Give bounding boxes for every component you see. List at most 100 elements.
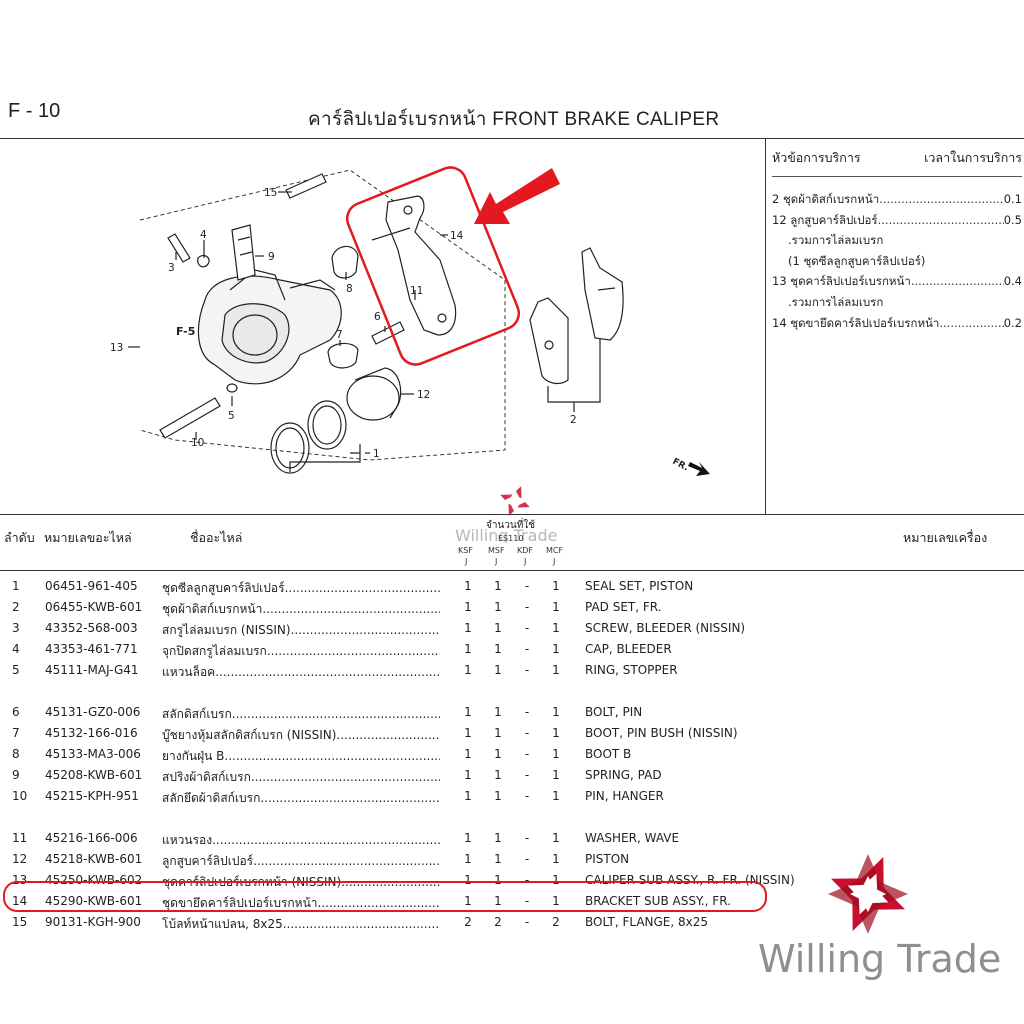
service-row: 12 ลูกสูบคาร์ลิปเปอร์ 0.5 [772,210,1022,231]
part-name-thai: ชุดซีลลูกสูบคาร์ลิปเปอร์ [162,581,285,595]
row-14-highlight [3,881,767,912]
part-name-thai: ชุดผ้าดิสก์เบรกหน้า [162,602,263,616]
row-number: 11 [12,831,28,845]
quantity: 1 [494,789,502,803]
row-number: 3 [12,621,20,635]
part-name-english: BOOT B [585,747,632,761]
table-row: 945208-KWB-601สปริงผ้าดิสก์เบรก11-1SPRIN… [0,766,1024,786]
quantity: 1 [464,642,472,656]
table-row: 1245218-KWB-601ลูกสูบคาร์ลิปเปอร์11-1PIS… [0,850,1024,870]
part-name-thai-cell: จุกปิดสกรูไล่ลมเบรก [162,642,440,661]
service-time-list: 2 ชุดผ้าดิสก์เบรกหน้า 0.1 12 ลูกสูบคาร์ล… [772,189,1022,333]
quantity: 2 [464,915,472,929]
dot-leader [251,770,440,784]
part-name-thai-cell: บู๊ชยางหุ้มสลักดิสก์เบรก (NISSIN) [162,726,440,745]
service-row: 2 ชุดผ้าดิสก์เบรกหน้า 0.1 [772,189,1022,210]
col-header-engine-number: หมายเลขเครื่อง [903,530,988,545]
table-row: 443353-461-771จุกปิดสกรูไล่ลมเบรก11-1CAP… [0,640,1024,660]
part-name-english: SPRING, PAD [585,768,662,782]
row-number: 10 [12,789,28,803]
dot-leader [285,581,440,595]
row-number: 1 [12,579,20,593]
dot-leader [291,623,440,637]
callout-9: 9 [268,251,275,263]
row-number: 12 [12,852,28,866]
qty-sub-j: J [524,557,527,566]
quantity: 1 [464,726,472,740]
part-name-thai: สลักยึดผ้าดิสก์เบรก [162,791,261,805]
service-value: 0.1 [1003,192,1022,206]
part-number: 45250-KWB-602 [45,873,143,887]
hanger-pin [159,397,221,439]
dot-leader [262,602,440,616]
part-name-thai-cell: สกรูไล่ลมเบรก (NISSIN) [162,621,440,640]
quantity: 1 [552,789,560,803]
part-name-english: BOLT, FLANGE, 8x25 [585,915,709,929]
quantity: - [524,705,530,719]
qty-col-msf: MSF [488,546,505,555]
part-name-thai-cell: ลูกสูบคาร์ลิปเปอร์ [162,852,440,871]
dot-leader [212,833,440,847]
row-number: 9 [12,768,20,782]
row-number: 8 [12,747,20,761]
quantity: 1 [552,579,560,593]
quantity: - [524,768,530,782]
service-label: 12 ลูกสูบคาร์ลิปเปอร์ [772,212,878,227]
page-title: คาร์ลิปเปอร์เบรกหน้า FRONT BRAKE CALIPER [308,109,720,130]
callout-4: 4 [200,229,207,241]
col-header-qty: จำนวนที่ใช้ [486,520,536,531]
quantity: 1 [552,726,560,740]
part-number: 45133-MA3-006 [45,747,141,761]
part-number: 45290-KWB-601 [45,894,143,908]
quantity: 1 [464,894,472,908]
table-row: 1045215-KPH-951สลักยึดผ้าดิสก์เบรก11-1PI… [0,787,1024,807]
highlight-arrow-icon [474,168,560,224]
service-label: 13 ชุดคาร์ลิปเปอร์เบรกหน้า [772,274,911,289]
part-name-thai: แหวนล็อค [162,665,216,679]
dot-leader [224,749,440,763]
part-name-english: PAD SET, FR. [585,600,662,614]
fr-arrow-icon [688,462,710,476]
col-header-no: ลำดับ [4,530,35,545]
quantity: 1 [552,831,560,845]
table-row: 106451-961-405ชุดซีลลูกสูบคาร์ลิปเปอร์11… [0,577,1024,597]
row-number: 6 [12,705,20,719]
qty-model: ES110 [498,534,524,543]
service-value: 0.5 [1003,212,1022,227]
part-name-thai: บู๊ชยางหุ้มสลักดิสก์เบรก (NISSIN) [162,728,337,742]
qty-sub-j: J [495,557,498,566]
quantity: 1 [552,600,560,614]
quantity: 1 [464,768,472,782]
part-name-english: BRACKET SUB ASSY., FR. [585,894,731,908]
quantity: 1 [494,663,502,677]
quantity: 1 [464,747,472,761]
service-topic-header: หัวข้อการบริการ [772,150,861,165]
service-label: 14 ชุดขายึดคาร์ลิปเปอร์เบรกหน้า [772,315,940,330]
quantity: 1 [494,831,502,845]
quantity: 1 [552,642,560,656]
quantity: - [524,852,530,866]
quantity: 1 [552,894,560,908]
watermark-logo-big: Willing Trade [758,854,1001,981]
service-row: 14 ชุดขายึดคาร์ลิปเปอร์เบรกหน้า0.2 [772,313,1022,334]
pad-spring [231,224,256,281]
part-name-thai: จุกปิดสกรูไล่ลมเบรก [162,644,267,658]
quantity: - [524,894,530,908]
service-time-panel: หัวข้อการบริการ เวลาในการบริการ 2 ชุดผ้า… [772,148,1022,333]
part-name-thai: โบ้ลท์หน้าแปลน, 8x25 [162,917,283,931]
part-name-thai-cell: สลักดิสก์เบรก [162,705,440,724]
table-header-line [0,570,1024,571]
watermark-text-big: Willing Trade [758,937,1001,981]
piston [346,375,400,421]
service-value: 0.4 [1003,274,1022,289]
dot-leader [336,728,440,742]
dot-leader [318,896,440,910]
part-name-thai: ลูกสูบคาร์ลิปเปอร์ [162,854,254,868]
part-name-english: CALIPER SUB ASSY., R. FR. (NISSIN) [585,873,795,887]
quantity: - [524,663,530,677]
